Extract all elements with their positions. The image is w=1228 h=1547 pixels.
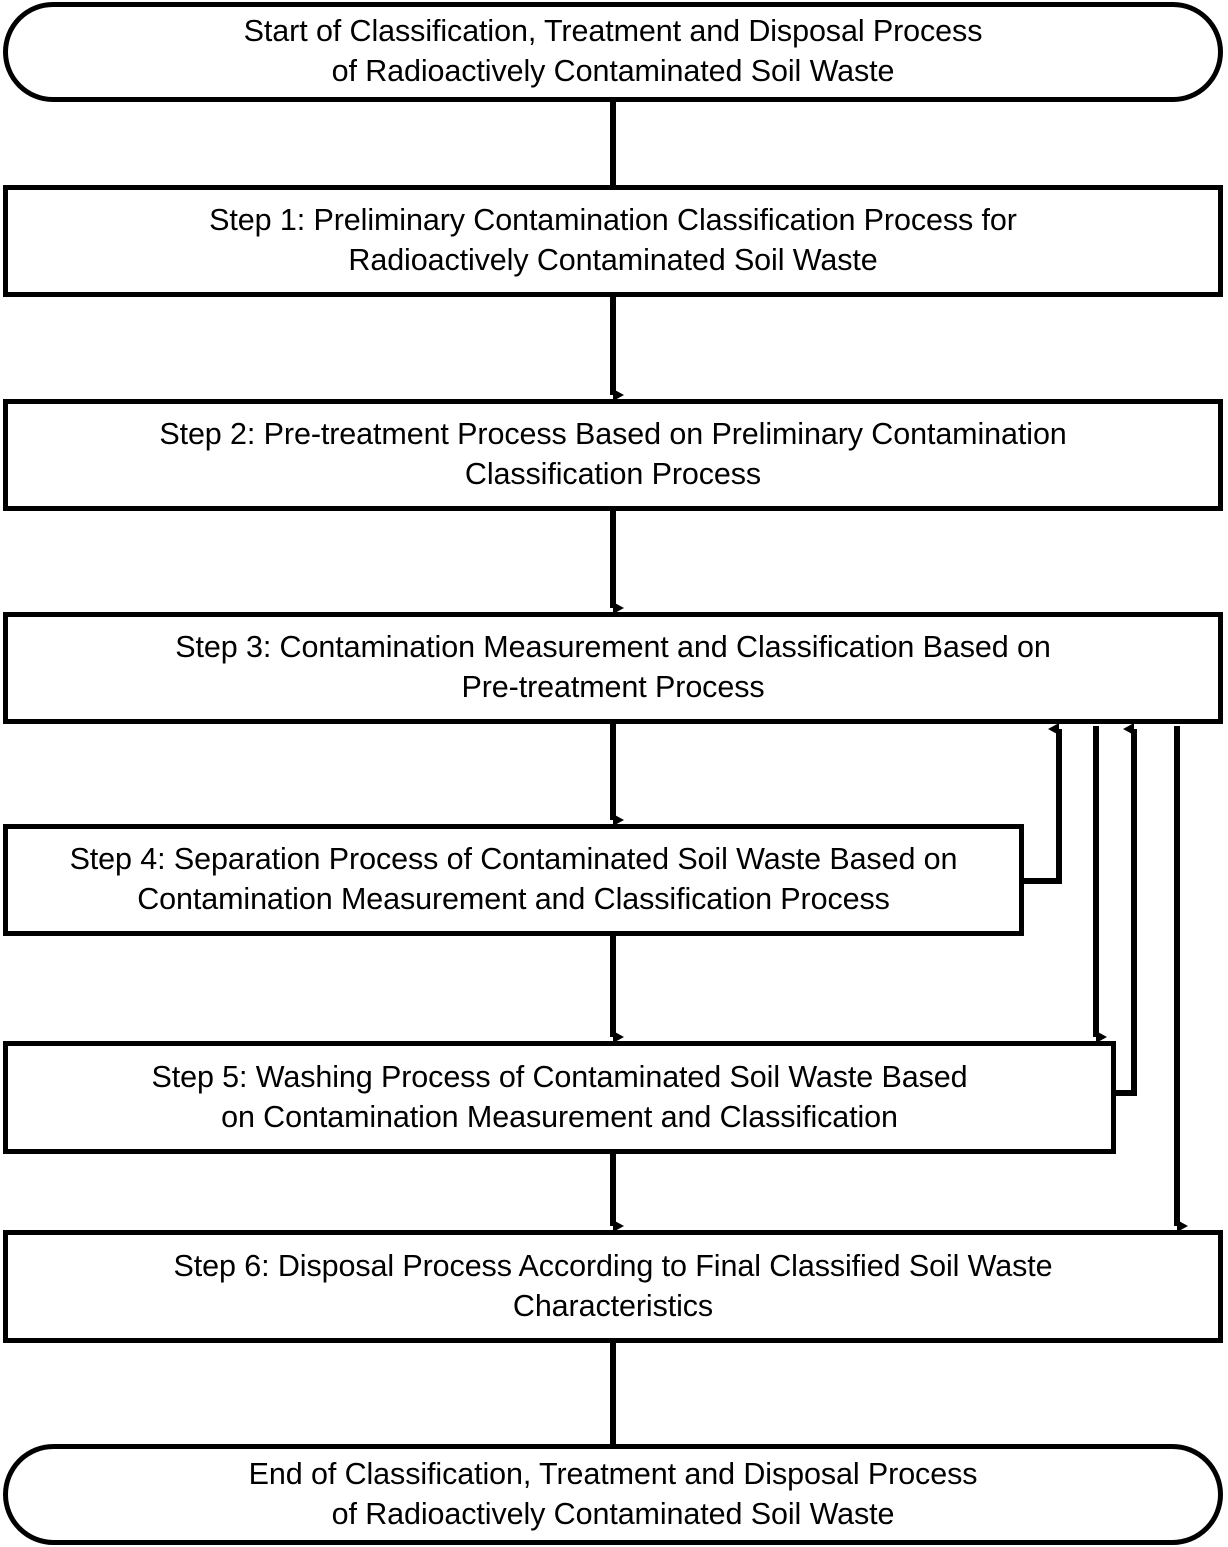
node-step-3[interactable]: Step 3: Contamination Measurement and Cl… — [3, 612, 1223, 724]
node-step-2[interactable]: Step 2: Pre-treatment Process Based on P… — [3, 399, 1223, 511]
node-step-5[interactable]: Step 5: Washing Process of Contaminated … — [3, 1041, 1116, 1154]
node-step-6-label: Step 6: Disposal Process According to Fi… — [173, 1248, 1053, 1323]
node-step-1[interactable]: Step 1: Preliminary Contamination Classi… — [3, 185, 1223, 297]
node-step-6[interactable]: Step 6: Disposal Process According to Fi… — [3, 1230, 1223, 1343]
node-step-1-label: Step 1: Preliminary Contamination Classi… — [209, 203, 1017, 277]
node-end-label: End of Classification, Treatment and Dis… — [248, 1456, 978, 1531]
node-start-label: Start of Classification, Treatment and D… — [243, 14, 983, 88]
node-step-4-label: Step 4: Separation Process of Contaminat… — [69, 842, 958, 916]
node-step-5-label: Step 5: Washing Process of Contaminated … — [151, 1059, 968, 1134]
node-step-2-label: Step 2: Pre-treatment Process Based on P… — [159, 417, 1067, 491]
connector-step4-back-to-step3 — [1022, 723, 1062, 884]
node-step-3-label: Step 3: Contamination Measurement and Cl… — [175, 630, 1051, 704]
node-end[interactable]: End of Classification, Treatment and Dis… — [3, 1444, 1223, 1545]
node-step-4[interactable]: Step 4: Separation Process of Contaminat… — [3, 824, 1024, 936]
node-start[interactable]: Start of Classification, Treatment and D… — [3, 2, 1223, 102]
connector-step5-back-to-step3 — [1114, 723, 1137, 1096]
